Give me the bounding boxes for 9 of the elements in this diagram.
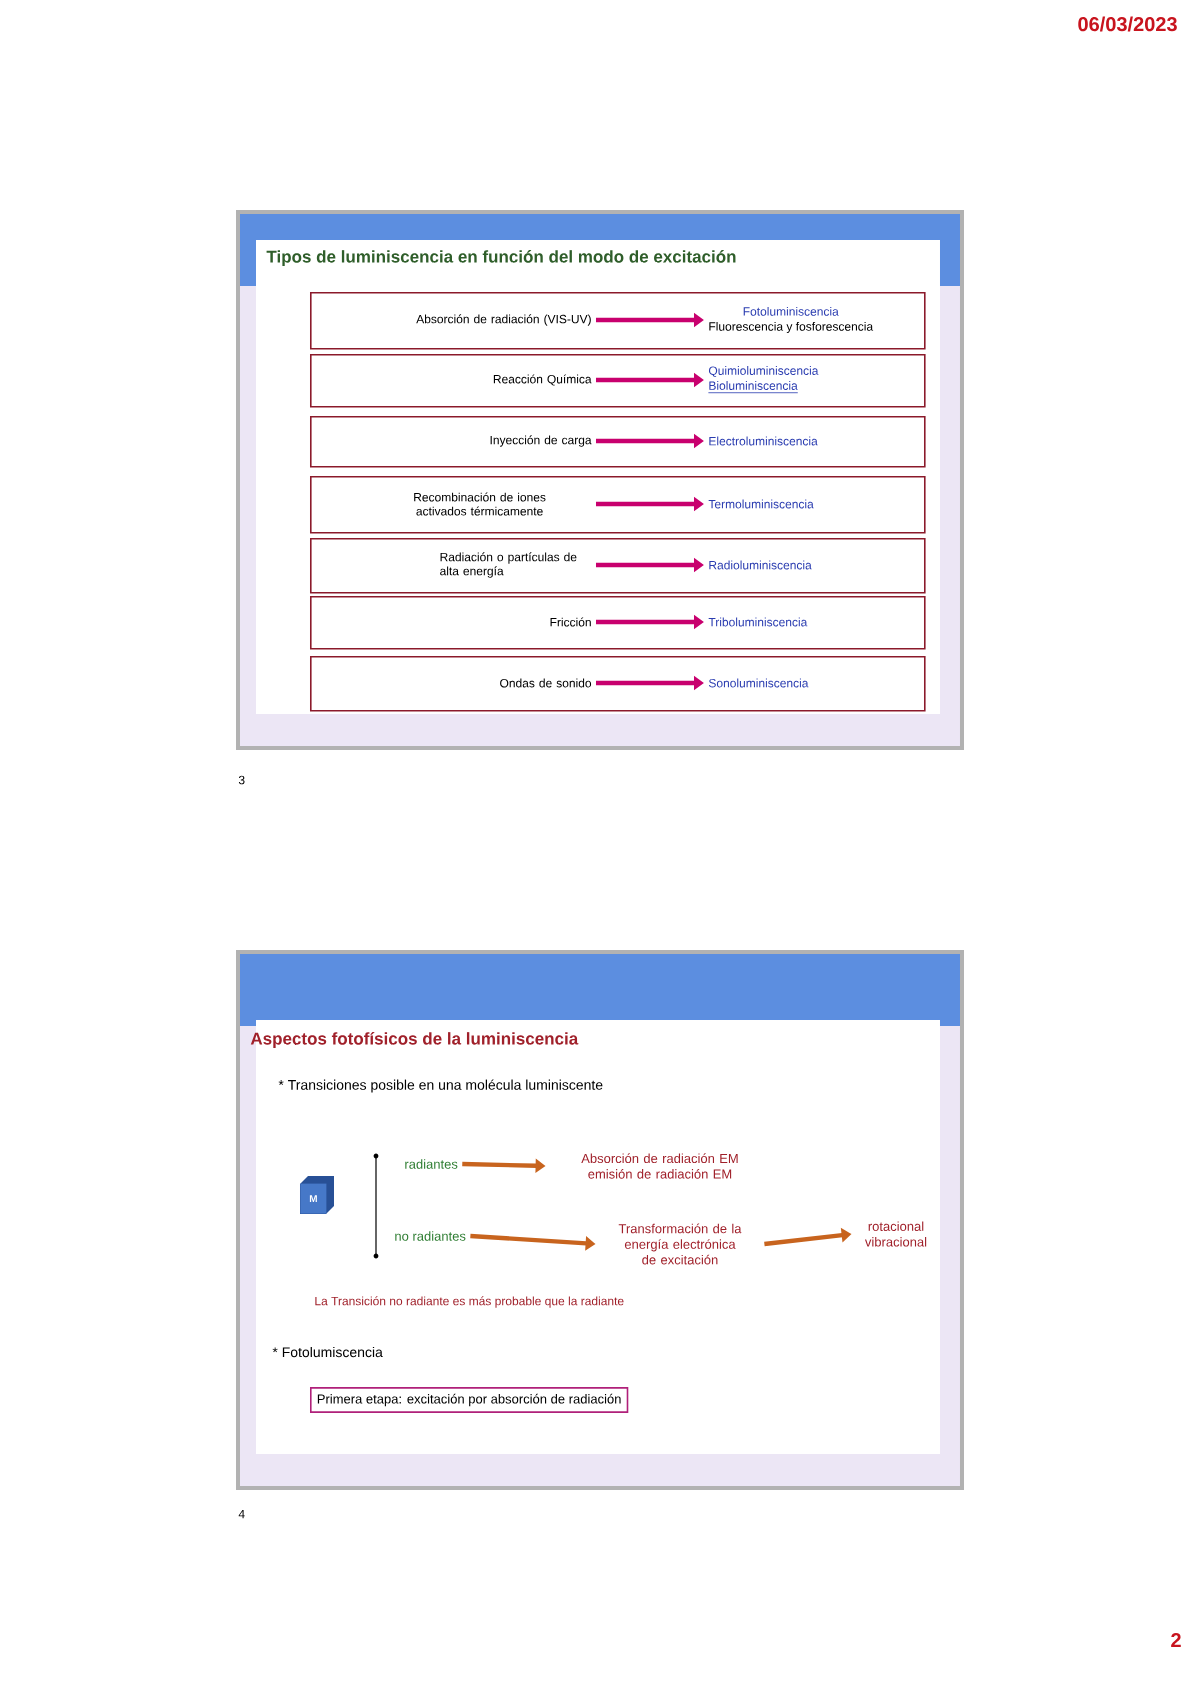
date: 06/03/2023 bbox=[1078, 16, 1177, 32]
row-box bbox=[310, 596, 926, 650]
row-box bbox=[310, 292, 926, 350]
row-box bbox=[310, 354, 926, 408]
row-box bbox=[310, 476, 926, 534]
row-box bbox=[310, 656, 926, 712]
page-number: 2 bbox=[1171, 1633, 1181, 1647]
row-box bbox=[310, 538, 926, 594]
row-box bbox=[310, 416, 926, 468]
